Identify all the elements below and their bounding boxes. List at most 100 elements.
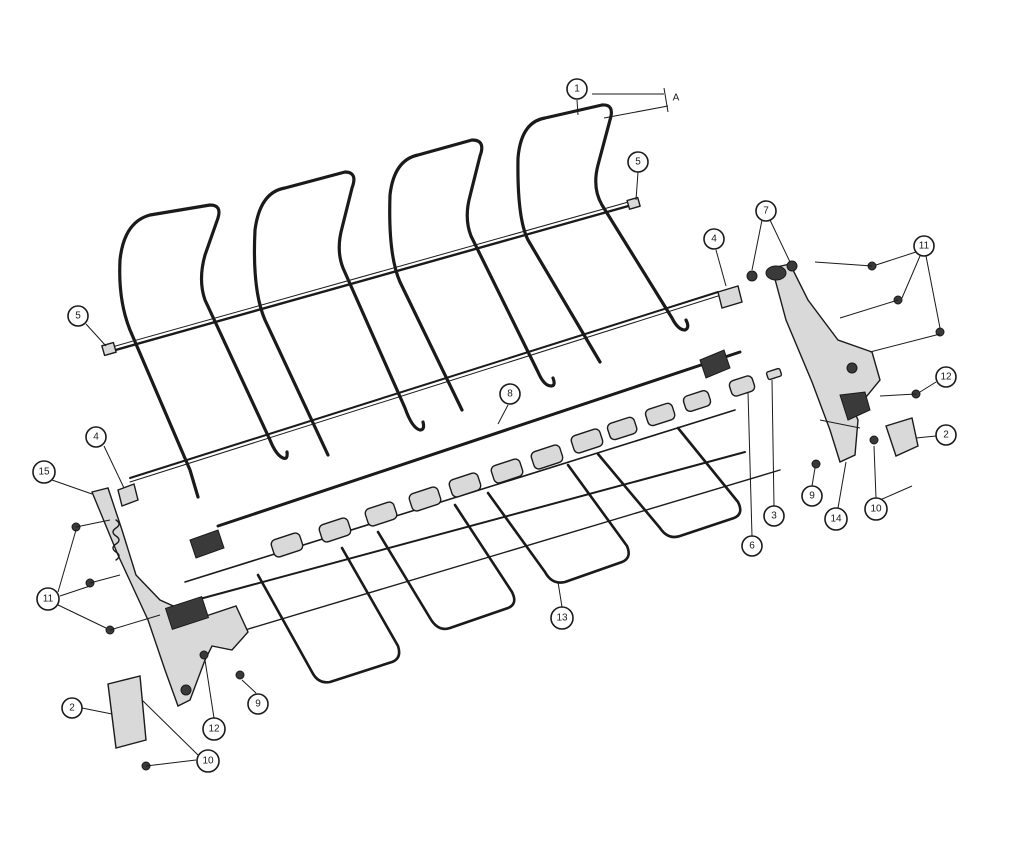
wire-finger-2 (252, 170, 426, 457)
callout-6: 6 (741, 391, 763, 557)
right-spacer (765, 265, 787, 281)
callout-13: 13 (550, 581, 574, 630)
roller-11 (682, 389, 712, 413)
svg-text:4: 4 (93, 432, 99, 443)
rod-upper (110, 203, 634, 353)
roller-1 (270, 532, 304, 558)
nut-7b (786, 260, 798, 272)
callout-4-left: 4 (85, 426, 125, 489)
callout-9-left: 9 (241, 679, 269, 715)
callout-10-right: 10 (864, 445, 913, 521)
roller-10 (644, 402, 676, 427)
rods (101, 196, 781, 631)
svg-text:2: 2 (943, 430, 949, 441)
callout-1: 1 (566, 78, 588, 116)
clip-part-4-right (717, 285, 743, 309)
rod-middle-b (129, 295, 719, 483)
right-bracket-detail (839, 391, 871, 421)
callout-2-left: 2 (61, 697, 113, 719)
callout-14: 14 (824, 461, 848, 531)
svg-text:4: 4 (711, 234, 717, 245)
svg-text:12: 12 (940, 372, 952, 383)
callout-7: 7 (751, 200, 791, 271)
callout-12-right: 12 (919, 366, 957, 393)
screw-9-left (235, 670, 245, 680)
svg-text:5: 5 (635, 157, 641, 168)
assembly-lines (75, 261, 941, 631)
svg-text:7: 7 (763, 206, 769, 217)
callout-5-right: 5 (627, 151, 649, 201)
roller-4 (408, 486, 442, 512)
callout-2-right: 2 (915, 424, 957, 446)
latch-part-2-right (885, 417, 919, 457)
callouts: 1 5 5 4 7 (32, 78, 957, 773)
roller-7 (530, 444, 564, 470)
callout-5-left: 5 (67, 305, 107, 347)
roller-3 (364, 501, 398, 527)
roller-assembly (270, 367, 783, 558)
screw-12-left (199, 650, 209, 660)
small-parts (71, 260, 945, 771)
view-marker-label: A (673, 93, 680, 104)
rod-guide-8 (216, 350, 742, 528)
left-bracket-block (164, 596, 210, 630)
latch-part-2-left (107, 675, 147, 749)
wire-loop-2 (376, 503, 516, 631)
wire-finger-1 (118, 203, 289, 499)
right-side-bracket (765, 263, 881, 463)
wire-loop-1 (256, 546, 401, 684)
rod-middle (129, 291, 719, 479)
svg-text:5: 5 (75, 311, 81, 322)
svg-text:9: 9 (809, 491, 815, 502)
rod-bottom (244, 469, 781, 631)
roller-12 (728, 375, 756, 397)
svg-text:3: 3 (771, 511, 777, 522)
svg-text:8: 8 (507, 389, 513, 400)
svg-text:1: 1 (574, 84, 580, 95)
view-marker: A (592, 87, 680, 119)
roller-6 (490, 458, 524, 484)
callout-11-left: 11 (36, 529, 107, 629)
screw-9-right (811, 459, 821, 469)
svg-text:11: 11 (919, 241, 930, 252)
callout-8: 8 (497, 383, 521, 425)
callout-9-right: 9 (801, 467, 823, 507)
wire-loop-3 (486, 463, 630, 584)
roller-8 (570, 428, 604, 454)
svg-text:2: 2 (69, 703, 75, 714)
upper-wire-fingers (118, 103, 690, 499)
left-bracket-hole (180, 684, 192, 696)
callout-11-right: 11 (875, 235, 941, 329)
roller-9 (606, 416, 638, 441)
svg-text:6: 6 (749, 541, 755, 552)
svg-text:15: 15 (38, 467, 50, 478)
wire-loop-4 (596, 426, 742, 539)
svg-text:14: 14 (830, 514, 842, 525)
callout-15: 15 (32, 460, 93, 495)
guide-block-right (699, 349, 731, 379)
right-bracket-hole (846, 362, 858, 374)
svg-text:11: 11 (43, 594, 54, 605)
svg-text:13: 13 (556, 613, 568, 624)
wire-finger-4 (516, 103, 690, 364)
roller-5 (448, 472, 482, 498)
left-bracket-plate (91, 487, 249, 707)
left-bracket-spring (112, 519, 120, 561)
wire-finger-3 (388, 138, 556, 412)
clip-part-4-left (117, 483, 139, 507)
callout-10-left: 10 (141, 699, 220, 773)
svg-text:9: 9 (255, 699, 261, 710)
callout-4-right: 4 (703, 228, 727, 287)
guide-block-left (189, 529, 225, 559)
svg-text:10: 10 (870, 504, 882, 515)
svg-text:12: 12 (208, 724, 220, 735)
rod-upper-b (111, 200, 633, 348)
lower-wire-loops (256, 426, 742, 684)
callout-12-left: 12 (202, 659, 226, 741)
left-side-bracket (91, 487, 249, 707)
roller-pin-3 (765, 367, 783, 381)
roller-2 (318, 517, 352, 543)
rod-end-cap-right (626, 196, 641, 210)
screw-10-right (869, 435, 879, 445)
